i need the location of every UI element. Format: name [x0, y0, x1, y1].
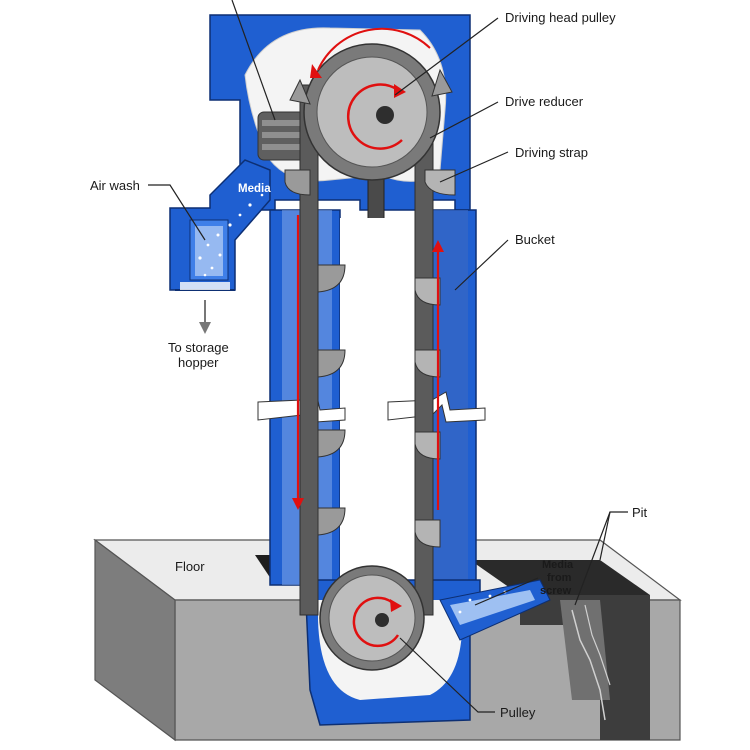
- label-media-from-line1: Media: [542, 559, 574, 571]
- buckets-right: [284, 169, 456, 548]
- flow-arrows: [292, 215, 444, 510]
- label-air-wash: Air wash: [90, 178, 140, 193]
- label-media-top: Media: [238, 183, 271, 195]
- label-driving-head-pulley: Driving head pulley: [505, 10, 616, 25]
- leader-lines: [148, 0, 628, 713]
- driving-head-pulley: [289, 43, 453, 181]
- media-spray: [198, 193, 507, 614]
- down-arrow-icon: [199, 300, 211, 334]
- label-drive-reducer: Drive reducer: [505, 94, 584, 109]
- label-driving-strap: Driving strap: [515, 145, 588, 160]
- label-media-from-line3: screw: [540, 585, 572, 597]
- air-wash-chute: [169, 159, 271, 291]
- buckets-left: [317, 264, 346, 536]
- label-media-from-line2: from: [547, 572, 572, 584]
- label-to-storage-line2: hopper: [178, 355, 219, 370]
- text-labels: Driving head pulley Drive reducer Drivin…: [90, 10, 648, 720]
- label-pulley: Pulley: [500, 705, 536, 720]
- floor-slab: [93, 538, 682, 742]
- label-bucket: Bucket: [515, 232, 555, 247]
- label-floor: Floor: [175, 559, 205, 574]
- label-to-storage-line1: To storage: [168, 340, 229, 355]
- boot-pulley: [319, 565, 425, 671]
- label-pit: Pit: [632, 505, 648, 520]
- rotation-arrow-icon: [352, 596, 402, 648]
